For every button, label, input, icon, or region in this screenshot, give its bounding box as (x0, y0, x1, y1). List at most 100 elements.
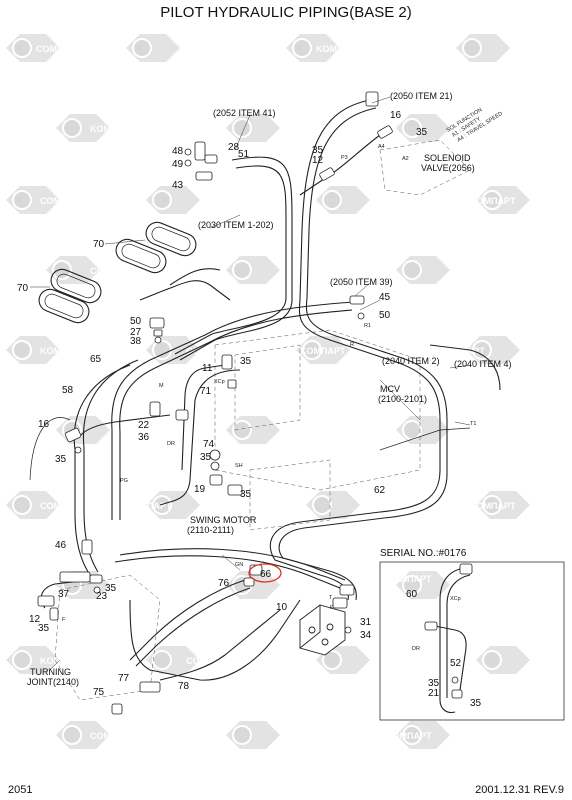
callout-number: 77 (118, 673, 130, 684)
revision-date: 2001.12.31 REV.9 (475, 784, 564, 796)
watermark-text: COMPART (146, 581, 191, 591)
watermark-text: COMPART (376, 196, 421, 206)
port-dr-inset: DR (412, 646, 420, 652)
callout-number: 19 (194, 484, 206, 495)
callout-number: 49 (172, 159, 184, 170)
callout-number: 45 (379, 292, 391, 303)
port-r1: R1 (364, 323, 371, 329)
callout-number: 74 (203, 439, 215, 450)
highlight-circle (248, 563, 282, 583)
watermark-text: COMPART (40, 501, 85, 511)
note-2030-item-1-202: (2030 ITEM 1-202) (198, 220, 274, 230)
callout-numbers: 48 49 43 28 51 16 35 35 12 70 70 45 50 5… (17, 110, 482, 709)
callout-number: 48 (172, 146, 184, 157)
note-serial: SERIAL NO.:#0176 (380, 548, 467, 559)
note-solenoid-valve: VALVE(2056) (421, 163, 475, 173)
callout-number: 12 (29, 614, 41, 625)
callout-number: 76 (218, 578, 230, 589)
watermark-text: COMPART (300, 124, 345, 134)
watermark-text: COMPART (90, 266, 135, 276)
callout-number: 50 (130, 316, 142, 327)
watermark-text: COMPART (186, 346, 231, 356)
callout-number: 34 (360, 630, 372, 641)
note-2052-item-41: (2052 ITEM 41) (213, 108, 276, 118)
callout-number: 52 (450, 658, 462, 669)
watermark-text: COMPART (36, 44, 81, 54)
machine-frame (54, 139, 471, 701)
callout-number: 35 (240, 489, 252, 500)
note-solenoid: SOLENOID (424, 153, 471, 163)
port-pg: PG (120, 478, 128, 484)
watermark-text: COMPART (186, 656, 231, 666)
note-turning-joint: TURNING (30, 667, 71, 677)
callout-number: 16 (38, 419, 50, 430)
port-p3: P3 (341, 155, 348, 161)
callout-number: 35 (200, 452, 212, 463)
note-2050-item-39: (2050 ITEM 39) (330, 277, 393, 287)
watermark-text: KOMПAPT (316, 44, 362, 54)
valve-block (299, 604, 346, 656)
callout-number: 23 (96, 591, 108, 602)
watermark-text: KOMПAPT (300, 731, 346, 741)
port-xcp-inset: XCp (450, 596, 461, 602)
callout-number: 75 (93, 687, 105, 698)
callout-number: 38 (130, 336, 142, 347)
note-swing-motor: SWING MOTOR (190, 515, 257, 525)
port-sh: SH (235, 463, 243, 469)
watermark-text: COMPART (90, 731, 135, 741)
watermark-text: KOMПAPT (126, 501, 172, 511)
callout-number: 35 (38, 623, 50, 634)
callout-number: 22 (138, 420, 150, 431)
callout-number: 12 (312, 155, 324, 166)
watermark-text: COMPART (146, 124, 191, 134)
callout-number: 35 (470, 698, 482, 709)
callout-number: 35 (105, 583, 117, 594)
watermark-text: COMPART (440, 346, 485, 356)
watermark-text: KOMПAPT (460, 124, 506, 134)
note-2050-item-21: (2050 ITEM 21) (390, 91, 453, 101)
callout-number: 35 (416, 127, 428, 138)
callout-number: 65 (90, 354, 102, 365)
watermark-text: KOMПAPT (386, 574, 432, 584)
page-number: 2051 (8, 784, 32, 796)
serial-inset-box (379, 561, 565, 721)
watermark-text: COMPART (186, 44, 231, 54)
callout-number: 35 (240, 356, 252, 367)
callout-number: 31 (360, 617, 372, 628)
watermark-text: COMPART (466, 426, 511, 436)
port-a2: A2 (402, 156, 409, 162)
hose-group (29, 99, 501, 714)
callout-number: 58 (62, 385, 74, 396)
port-t: T (329, 595, 333, 601)
callout-number: 62 (374, 485, 386, 496)
watermark-text: KOMПAPT (386, 731, 432, 741)
callout-number: 51 (238, 149, 250, 160)
sol-function-note: SOL FUNCTION A1 : SAFETY A4 : TRAVEL SPE… (446, 107, 504, 143)
callout-number: 27 (130, 327, 142, 338)
callout-number: 35 (55, 454, 67, 465)
port-xcp: XCp (214, 379, 225, 385)
port-a4: A4 (378, 144, 385, 150)
watermark-text: COMPART (40, 196, 85, 206)
callout-number: 43 (172, 180, 184, 191)
watermark-text: KOMПAPT (460, 266, 506, 276)
callout-number: 11 (202, 363, 213, 374)
callout-number: 70 (17, 283, 29, 294)
callout-number: 66 (260, 569, 272, 580)
watermark-text: KOMПAPT (40, 346, 86, 356)
note-2040-item-2: (2040 ITEM 2) (382, 356, 440, 366)
note-swing-motor-range: (2110-2111) (187, 525, 234, 535)
watermark-text: COMPART (306, 266, 351, 276)
note-mcv-range: (2100-2101) (378, 394, 427, 404)
note-2040-item-4: (2040 ITEM 4) (454, 359, 512, 369)
watermark-layer: COMPART COMPART KOMПAPT COMPART KOMПAPT … (5, 33, 531, 750)
callout-number: 71 (200, 386, 212, 397)
diagram-title: PILOT HYDRAULIC PIPING(BASE 2) (160, 4, 411, 21)
watermark-text: COMPART (146, 426, 191, 436)
callout-number: 36 (138, 432, 150, 443)
watermark-text: KOMПAPT (90, 124, 136, 134)
hose-loop-group (38, 221, 197, 324)
port-p: P (330, 605, 334, 611)
callout-number: 16 (390, 110, 402, 121)
callout-number: 10 (276, 602, 288, 613)
